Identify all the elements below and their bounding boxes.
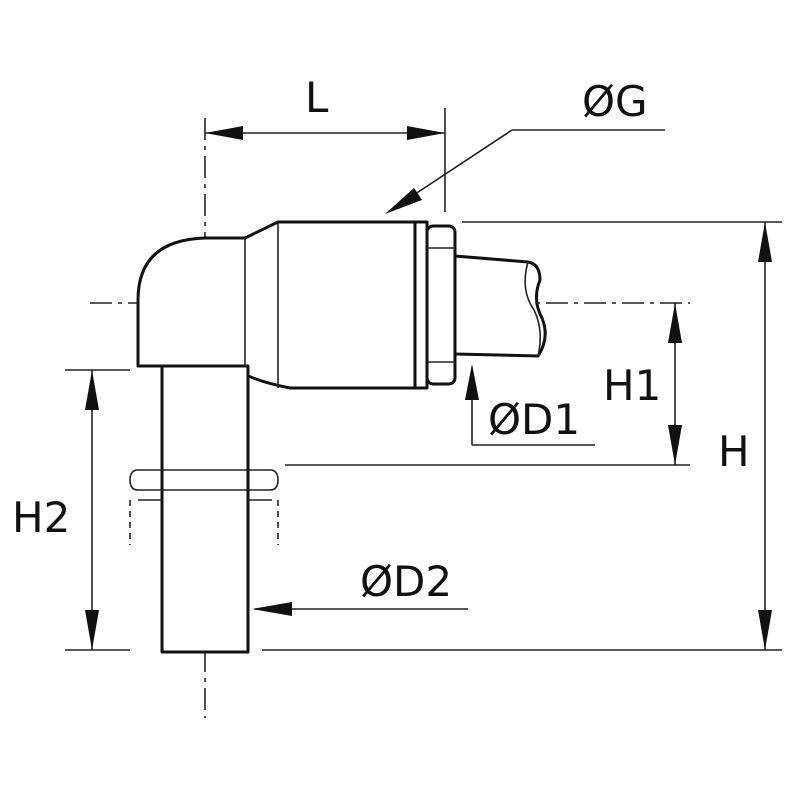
label-d2: ØD2 [360,557,452,606]
arrow-h-top [758,222,772,262]
label-h: H [718,427,750,476]
arrow-g [385,188,422,214]
dimension-d2: ØD2 [252,557,468,616]
arrow-h1-bottom [668,425,682,465]
arrow-h2-top [85,370,99,410]
release-collet-ring [413,220,429,390]
dimension-d1: ØD1 [465,364,595,446]
label-d1: ØD1 [488,395,580,444]
label-h2: H2 [12,493,70,542]
tube [453,254,547,358]
arrow-d2 [252,602,292,616]
dimension-g: ØG [385,77,665,214]
arrow-l-left [205,126,243,140]
dimension-h1: H1 [603,303,682,465]
label-g: ØG [582,77,648,126]
o-ring-groove [129,469,279,491]
arrow-l-right [407,126,445,140]
label-h1: H1 [603,361,661,410]
fitting-body [136,220,457,390]
dimension-l: L [205,73,445,140]
dimension-h: H [718,222,772,650]
dimension-h2: H2 [12,370,99,650]
arrow-h1-top [668,303,682,343]
plug-in-stem [129,364,279,654]
extension-lines [65,108,782,651]
arrow-h2-bottom [85,610,99,650]
arrow-d1 [465,364,479,400]
tube-body [453,254,547,358]
tube-break-line [524,261,542,357]
elbow-body [136,220,417,390]
release-collet-cap [425,224,457,386]
stem-body [160,364,250,654]
arrow-h-bottom [758,610,772,650]
label-l: L [305,73,329,122]
